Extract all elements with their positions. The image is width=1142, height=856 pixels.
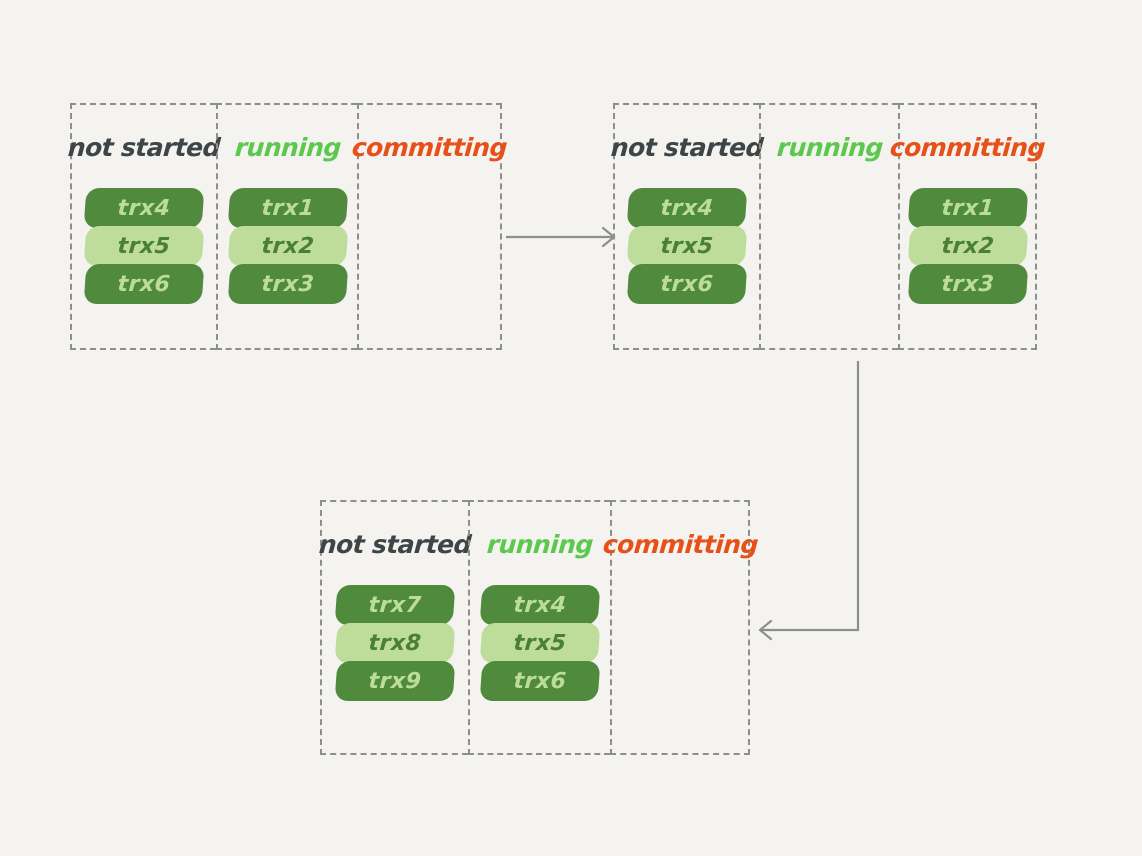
- column-title-committing: committing: [601, 530, 759, 559]
- transaction-pill[interactable]: trx4: [626, 188, 748, 228]
- transaction-label: trx7: [367, 592, 423, 618]
- state-column-not-started[interactable]: not started trx4 trx5 trx6: [67, 103, 221, 350]
- transaction-pill[interactable]: trx4: [479, 585, 601, 625]
- state-column-running[interactable]: running trx4 trx5 trx6: [468, 500, 610, 755]
- transaction-label: trx8: [367, 630, 423, 656]
- column-title-not-started: not started: [67, 133, 221, 162]
- transaction-label: trx5: [116, 233, 172, 259]
- transaction-label: trx4: [116, 195, 172, 221]
- transaction-pill[interactable]: trx6: [479, 661, 601, 701]
- transaction-label: trx6: [659, 271, 715, 297]
- column-title-not-started: not started: [610, 133, 764, 162]
- transaction-stack: trx4 trx5 trx6: [83, 188, 205, 304]
- state-column-not-started[interactable]: not started trx7 trx8 trx9: [318, 500, 472, 755]
- transaction-stack: trx4 trx5 trx6: [626, 188, 748, 304]
- column-title-committing: committing: [889, 133, 1046, 162]
- column-title-running: running: [486, 530, 594, 559]
- state-column-committing[interactable]: committing: [602, 500, 758, 755]
- transaction-pill[interactable]: trx7: [334, 585, 456, 625]
- transaction-label: trx5: [659, 233, 715, 259]
- state-column-running[interactable]: running trx1 trx2 trx3: [216, 103, 357, 350]
- arrow-group2-to-group3: [758, 361, 860, 641]
- transaction-pill[interactable]: trx6: [626, 264, 748, 304]
- transaction-pill[interactable]: trx2: [227, 226, 348, 266]
- transaction-pill[interactable]: trx9: [334, 661, 456, 701]
- column-title-not-started: not started: [318, 530, 472, 559]
- state-group-3: not started trx7 trx8 trx9 running trx4: [318, 500, 758, 755]
- transaction-pill[interactable]: trx3: [227, 264, 348, 304]
- column-title-running: running: [775, 133, 884, 162]
- state-column-not-started[interactable]: not started trx4 trx5 trx6: [610, 103, 764, 350]
- transaction-pill[interactable]: trx5: [626, 226, 748, 266]
- transaction-label: trx5: [512, 630, 568, 656]
- transaction-label: trx3: [260, 271, 315, 297]
- transaction-pill[interactable]: trx1: [907, 188, 1028, 228]
- transaction-pill[interactable]: trx8: [334, 623, 456, 663]
- transaction-pill[interactable]: trx6: [83, 264, 205, 304]
- transaction-stack: trx7 trx8 trx9: [334, 585, 456, 701]
- transaction-label: trx2: [940, 233, 995, 259]
- transaction-label: trx6: [116, 271, 172, 297]
- state-column-committing[interactable]: committing trx1 trx2 trx3: [889, 103, 1046, 350]
- state-group-1: not started trx4 trx5 trx6 running trx1: [67, 103, 508, 350]
- transaction-pill[interactable]: trx1: [227, 188, 348, 228]
- transaction-label: trx9: [367, 668, 423, 694]
- transaction-pill[interactable]: trx5: [83, 226, 205, 266]
- transaction-stack: trx1 trx2 trx3: [227, 188, 348, 304]
- transaction-pill[interactable]: trx3: [907, 264, 1028, 304]
- transaction-label: trx4: [659, 195, 715, 221]
- transaction-label: trx2: [260, 233, 315, 259]
- transaction-label: trx1: [260, 195, 315, 221]
- transaction-stack: trx4 trx5 trx6: [479, 585, 601, 701]
- transaction-label: trx4: [512, 592, 568, 618]
- transaction-label: trx6: [512, 668, 568, 694]
- transaction-pill[interactable]: trx4: [83, 188, 205, 228]
- transaction-pill[interactable]: trx2: [907, 226, 1028, 266]
- transaction-pill[interactable]: trx5: [479, 623, 601, 663]
- state-column-running[interactable]: running: [759, 103, 898, 350]
- state-group-2: not started trx4 trx5 trx6 running commi…: [610, 103, 1046, 350]
- transaction-label: trx1: [940, 195, 995, 221]
- column-title-committing: committing: [351, 133, 508, 162]
- transaction-label: trx3: [940, 271, 995, 297]
- transaction-stack: trx1 trx2 trx3: [907, 188, 1028, 304]
- column-title-running: running: [233, 133, 342, 162]
- arrow-group1-to-group2: [506, 226, 616, 248]
- state-column-committing[interactable]: committing: [351, 103, 508, 350]
